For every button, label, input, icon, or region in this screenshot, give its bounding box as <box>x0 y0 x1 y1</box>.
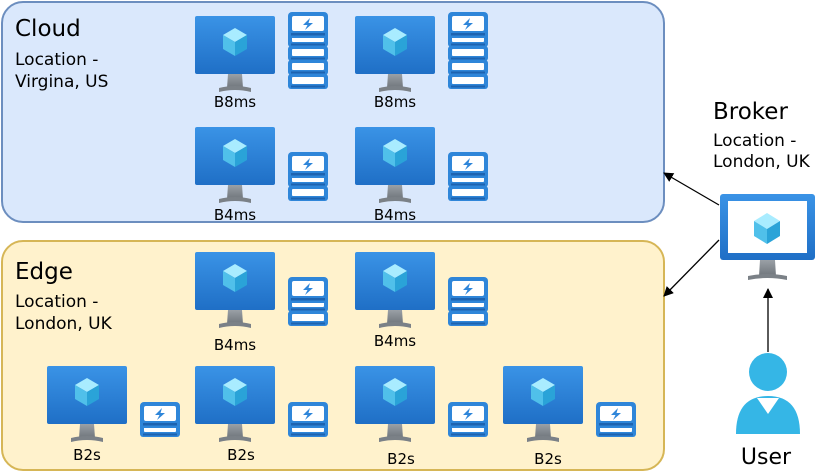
broker-title: Broker <box>713 99 788 125</box>
broker-location-line2: London, UK <box>713 152 810 172</box>
vm-size-label: B8ms <box>373 93 417 111</box>
edge-location-line2: London, UK <box>15 314 112 334</box>
vm-size-label: B2s <box>73 446 101 464</box>
vm-size-label: B2s <box>227 446 255 464</box>
cloud-location-line1: Location - <box>15 50 99 70</box>
cloud-title: Cloud <box>15 16 81 42</box>
edge-title: Edge <box>15 259 73 285</box>
broker-to-cloud-arrow <box>663 172 720 206</box>
user-icon <box>736 353 800 434</box>
edge-location-line1: Location - <box>15 292 99 312</box>
broker-to-edge-arrow <box>663 239 720 297</box>
edge-region <box>1 240 665 471</box>
vm-size-label: B4ms <box>213 336 257 354</box>
vm-size-label: B8ms <box>213 93 257 111</box>
broker-location-line1: Location - <box>713 131 797 151</box>
vm-size-label: B2s <box>534 450 562 468</box>
vm-size-label: B4ms <box>213 206 257 224</box>
user-label: User <box>740 445 792 470</box>
vm-size-label: B4ms <box>373 206 417 224</box>
cloud-region <box>1 1 665 223</box>
cloud-location-line2: Virgina, US <box>15 72 109 92</box>
broker-vm-icon <box>720 194 815 280</box>
vm-size-label: B2s <box>387 450 415 468</box>
vm-size-label: B4ms <box>373 332 417 350</box>
